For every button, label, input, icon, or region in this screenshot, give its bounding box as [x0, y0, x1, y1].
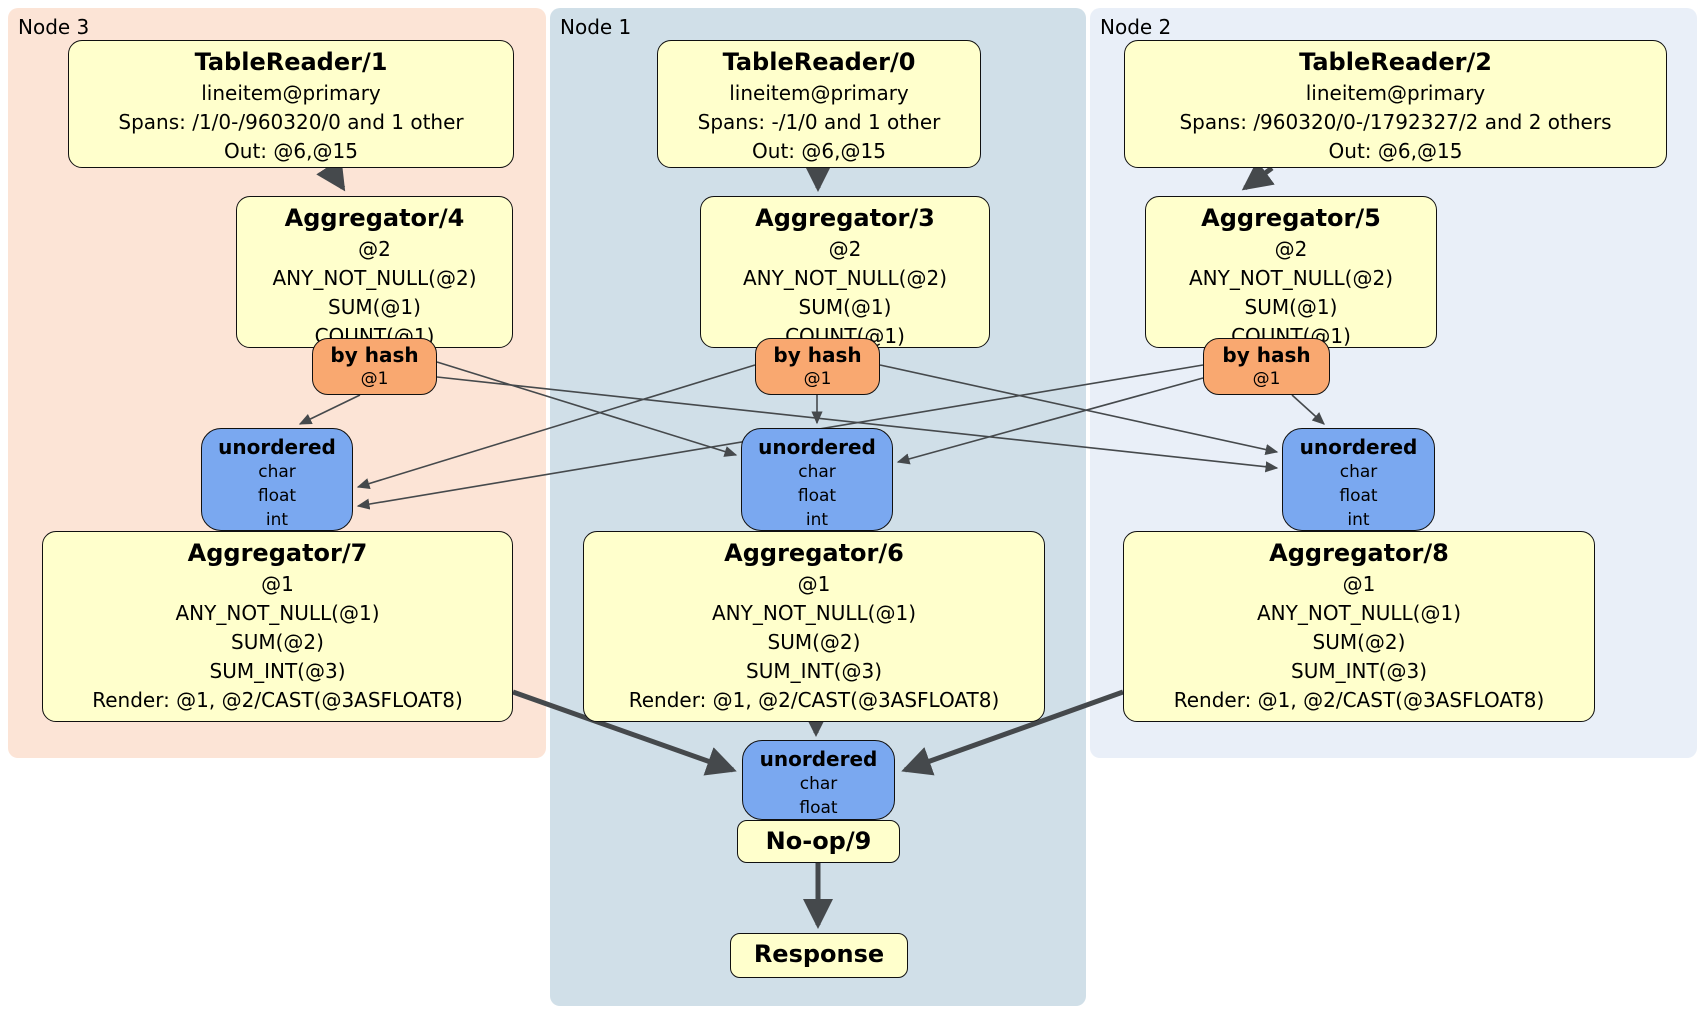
box-line: int [265, 510, 289, 530]
box-title: unordered [1299, 435, 1418, 459]
edge-hash1-sync2 [879, 364, 1279, 456]
box-line: SUM(@1) [1244, 295, 1338, 319]
box-line: float [799, 798, 838, 818]
box-line: ANY_NOT_NULL(@2) [1189, 266, 1393, 290]
router-by-hash-node1: by hash @1 [755, 338, 880, 395]
box-line: Out: @6,@15 [752, 139, 886, 163]
edge-tr2-agg5 [1241, 160, 1275, 191]
box-line: SUM(@1) [328, 295, 421, 319]
box-line: Out: @6,@15 [224, 139, 358, 163]
box-line: SUM_INT(@3) [209, 659, 346, 683]
box-title: unordered [759, 747, 878, 771]
box-line: char [798, 462, 836, 482]
edge-hash2-sync2 [1291, 394, 1325, 425]
router-by-hash-node2: by hash @1 [1203, 338, 1330, 395]
box-line: lineitem@primary [1305, 81, 1486, 105]
box-title: TableReader/2 [1299, 48, 1492, 76]
box-title: Aggregator/8 [1269, 539, 1449, 567]
box-title: by hash [773, 343, 862, 367]
box-line: SUM_INT(@3) [1291, 659, 1427, 683]
box-line: @1 [797, 572, 831, 596]
edge-agg7-syncfinal [512, 689, 737, 776]
box-title: Aggregator/5 [1201, 204, 1381, 232]
box-title: No-op/9 [765, 827, 872, 855]
box-line: ANY_NOT_NULL(@1) [712, 601, 916, 625]
box-line: ANY_NOT_NULL(@2) [272, 266, 477, 290]
router-by-hash-node3: by hash @1 [312, 338, 437, 395]
box-line: @1 [261, 572, 294, 596]
box-line: @1 [1342, 572, 1376, 596]
box-line: @1 [360, 369, 389, 389]
box-line: SUM(@2) [231, 630, 324, 654]
box-line: SUM_INT(@3) [746, 659, 882, 683]
box-line: float [257, 486, 297, 506]
node2-label: Node 2 [1100, 15, 1172, 39]
box-line: char [1339, 462, 1378, 482]
box-line: SUM(@1) [798, 295, 892, 319]
edge-agg8-syncfinal [901, 689, 1124, 776]
box-line: @2 [828, 237, 862, 261]
box-line: int [1347, 510, 1370, 530]
box-line: Out: @6,@15 [1328, 139, 1463, 163]
box-line: Spans: /1/0-/960320/0 and 1 other [118, 110, 464, 134]
box-title: by hash [330, 343, 419, 367]
box-title: by hash [1222, 343, 1311, 367]
box-line: Render: @1, @2/CAST(@3ASFLOAT8) [1173, 688, 1545, 712]
box-line: Spans: -/1/0 and 1 other [697, 110, 941, 134]
edge-tr1-agg4 [316, 158, 346, 192]
box-line: @1 [1252, 369, 1281, 389]
box-line: ANY_NOT_NULL(@2) [743, 266, 947, 290]
box-line: int [805, 510, 829, 530]
box-line: lineitem@primary [201, 81, 381, 105]
sync-unordered-node2: unordered char float int [1282, 428, 1435, 531]
box-title: Aggregator/7 [187, 539, 368, 567]
response-box: Response [730, 933, 908, 978]
box-line: lineitem@primary [729, 81, 909, 105]
sync-unordered-final: unordered char float [742, 740, 895, 820]
box-line: Render: @1, @2/CAST(@3ASFLOAT8) [628, 688, 1000, 712]
sync-unordered-node1: unordered char float int [741, 428, 893, 531]
edge-hash3-sync1 [436, 361, 738, 457]
node1-label: Node 1 [560, 15, 632, 39]
box-line: SUM(@2) [1312, 630, 1406, 654]
sync-unordered-node3: unordered char float int [201, 428, 353, 531]
node3-label: Node 3 [18, 15, 90, 39]
box-title: Aggregator/3 [755, 204, 935, 232]
box-line: @2 [1274, 237, 1308, 261]
box-line: char [799, 774, 838, 794]
box-title: Aggregator/6 [724, 539, 904, 567]
box-title: Aggregator/4 [284, 204, 465, 232]
box-title: TableReader/1 [194, 48, 388, 76]
box-line: Render: @1, @2/CAST(@3ASFLOAT8) [92, 688, 463, 712]
box-line: Spans: /960320/0-/1792327/2 and 2 others [1179, 110, 1612, 134]
box-line: float [797, 486, 837, 506]
box-title: TableReader/0 [722, 48, 916, 76]
processor-noop-9: No-op/9 [737, 820, 900, 863]
edge-hash1-sync3 [356, 364, 756, 489]
box-line: float [1339, 486, 1378, 506]
box-line: ANY_NOT_NULL(@1) [1257, 601, 1461, 625]
box-line: ANY_NOT_NULL(@1) [175, 601, 380, 625]
box-line: @1 [803, 369, 832, 389]
box-line: char [258, 462, 296, 482]
box-title: Response [753, 940, 885, 968]
edge-hash2-sync1 [896, 377, 1204, 465]
box-title: unordered [218, 435, 336, 459]
box-line: SUM(@2) [767, 630, 861, 654]
box-title: unordered [758, 435, 876, 459]
edge-hash3-sync3 [298, 394, 361, 425]
box-line: @2 [358, 237, 391, 261]
